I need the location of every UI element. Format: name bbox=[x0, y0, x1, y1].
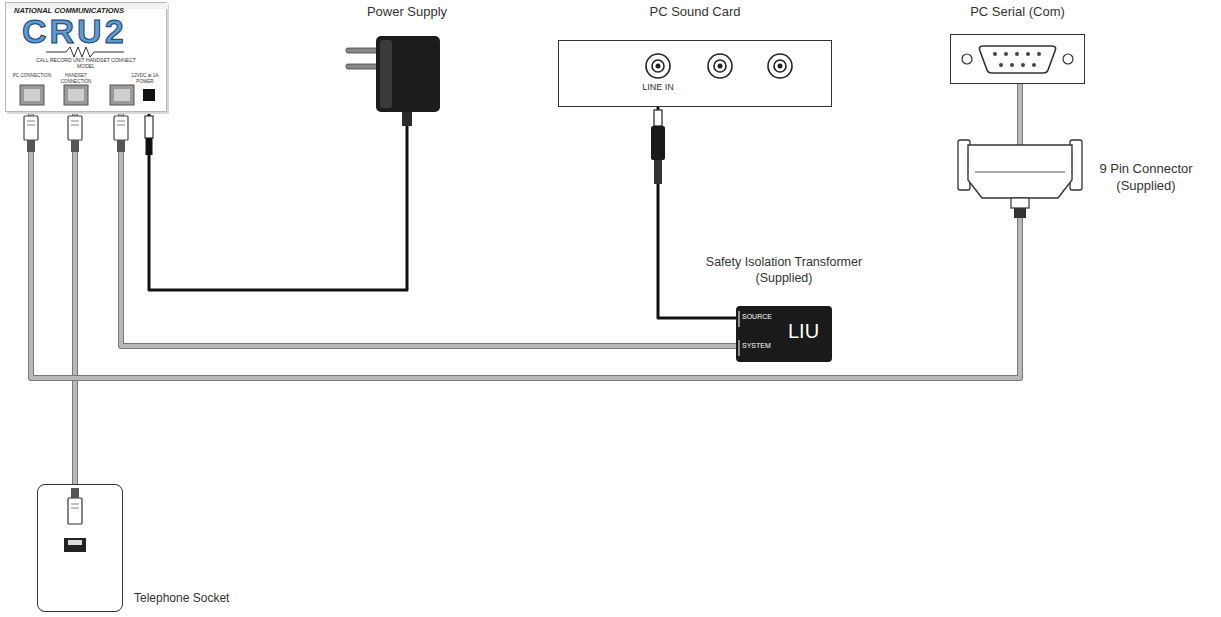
port-label: 12VDC at 1A POWER bbox=[124, 73, 166, 84]
part-label: 9 Pin Connector (Supplied) bbox=[1082, 160, 1210, 194]
audio-plug bbox=[651, 110, 665, 184]
db9-plug bbox=[958, 140, 1082, 218]
cable-edge bbox=[121, 112, 736, 346]
cable-edge bbox=[72, 112, 78, 484]
node-outline bbox=[558, 40, 832, 107]
port-label-box: PC CONNECTION bbox=[8, 73, 56, 79]
black-cable bbox=[658, 107, 736, 318]
jack-label-box: LINE IN bbox=[628, 82, 688, 92]
part-heading-box: PC Sound Card bbox=[555, 4, 835, 19]
cable-core bbox=[121, 112, 736, 346]
part-heading: PC Sound Card bbox=[555, 4, 835, 19]
cable-core bbox=[31, 84, 1020, 378]
recorder-unit: NATIONAL COMMUNICATIONSCRU2CALL RECORD U… bbox=[5, 2, 167, 112]
cable-core bbox=[73, 112, 77, 484]
port-label-box: HANDSET CONNECTION bbox=[52, 73, 100, 84]
model-name-box: CRU2 bbox=[22, 12, 162, 50]
sound-card: PC Sound CardLINE IN bbox=[555, 4, 835, 107]
port-label: SOURCE bbox=[742, 313, 782, 320]
power-supply: Power Supply bbox=[340, 4, 474, 150]
device-name-box: LIU bbox=[788, 320, 828, 343]
part-heading-box: PC Serial (Com) bbox=[945, 4, 1090, 19]
port-label: PC CONNECTION bbox=[8, 73, 56, 79]
port-label-box: 12VDC at 1A POWER bbox=[124, 73, 166, 84]
model-name: CRU2 bbox=[22, 12, 162, 50]
port-label: HANDSET CONNECTION bbox=[52, 73, 100, 84]
cable-core bbox=[658, 107, 736, 318]
part-heading: Power Supply bbox=[340, 4, 474, 19]
node-illustration bbox=[340, 4, 474, 150]
part-heading: Safety Isolation Transformer (Supplied) bbox=[704, 254, 864, 286]
dc-plug bbox=[145, 116, 153, 155]
serial-port: PC Serial (Com) bbox=[945, 4, 1090, 86]
node-illustration bbox=[696, 254, 872, 364]
device-name: LIU bbox=[788, 320, 828, 343]
rj-plug-contacts bbox=[27, 121, 125, 125]
part-heading: PC Serial (Com) bbox=[945, 4, 1090, 19]
phone-cable bbox=[121, 112, 736, 346]
phone-cable bbox=[31, 84, 1020, 378]
label-box: 9 Pin Connector (Supplied) bbox=[1082, 160, 1210, 194]
part-heading-box: Telephone Socket bbox=[134, 591, 264, 605]
port-label: SYSTEM bbox=[742, 342, 782, 349]
model-subtitle-box: CALL RECORD UNIT HANDSET CONNECT MODEL bbox=[36, 57, 136, 69]
telephone-socket: Telephone Socket bbox=[37, 484, 123, 612]
rj-plug bbox=[24, 116, 128, 140]
rj-plug-boot bbox=[27, 140, 125, 152]
socket-plug bbox=[64, 488, 86, 552]
part-heading-box: Power Supply bbox=[340, 4, 474, 19]
isolation-transformer: Safety Isolation Transformer (Supplied) S… bbox=[696, 254, 872, 364]
jack-label: LINE IN bbox=[628, 82, 688, 92]
port-label-box: SYSTEM bbox=[742, 342, 782, 349]
cable-edge bbox=[31, 84, 1020, 378]
part-heading-box: Safety Isolation Transformer (Supplied) bbox=[704, 254, 864, 286]
black-cable bbox=[149, 112, 407, 290]
node-illustration bbox=[555, 4, 835, 107]
port-label-box: SOURCE bbox=[742, 313, 782, 320]
phone-cable bbox=[75, 112, 76, 484]
part-heading: Telephone Socket bbox=[134, 591, 264, 605]
model-subtitle: CALL RECORD UNIT HANDSET CONNECT MODEL bbox=[36, 57, 136, 69]
cable-core bbox=[149, 112, 407, 290]
